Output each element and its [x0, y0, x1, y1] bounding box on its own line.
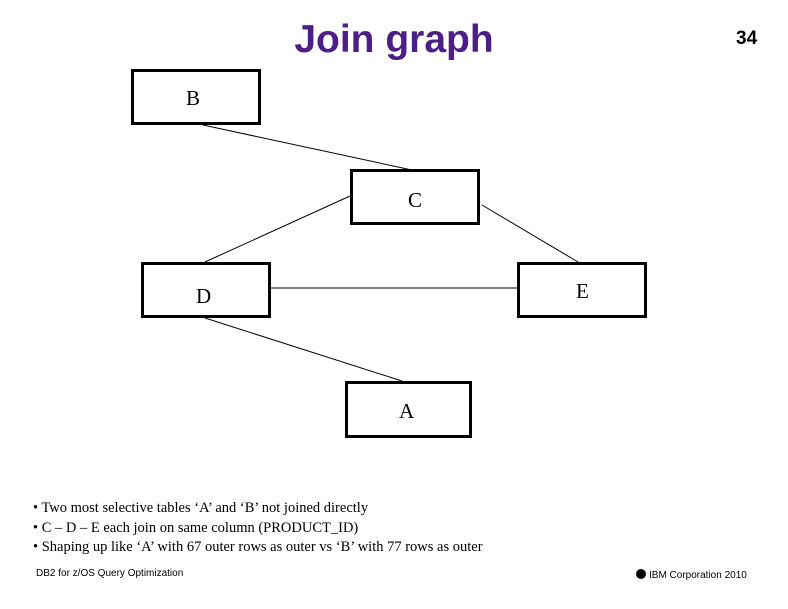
- node-e: E: [517, 262, 647, 318]
- node-label-d: D: [196, 284, 212, 308]
- footer-right: IBM Corporation 2010: [636, 569, 747, 581]
- edge-d-a: [204, 317, 403, 382]
- node-b: B: [131, 69, 261, 125]
- node-label-c: C: [408, 188, 423, 212]
- edge-c-e: [481, 204, 579, 263]
- note-line-3: • Shaping up like ‘A’ with 67 outer rows…: [33, 539, 483, 555]
- note-line-1: • Two most selective tables ‘A’ and ‘B’ …: [33, 500, 369, 516]
- node-label-e: E: [576, 279, 589, 303]
- page-number: 34: [736, 28, 758, 49]
- node-label-a: A: [399, 399, 415, 423]
- edge-c-d: [204, 195, 351, 263]
- slide-title: Join graph: [294, 18, 494, 61]
- notes: • Two most selective tables ‘A’ and ‘B’ …: [33, 499, 483, 558]
- node-label-b: B: [186, 86, 201, 110]
- edge-b-c: [202, 124, 413, 171]
- footer-right-text: IBM Corporation 2010: [649, 570, 747, 581]
- footer-left: DB2 for z/OS Query Optimization: [36, 568, 184, 579]
- ibm-logo-icon: [636, 569, 646, 579]
- node-c: C: [350, 169, 480, 225]
- node-a: A: [345, 381, 472, 438]
- note-line-2: • C – D – E each join on same column (PR…: [33, 519, 359, 536]
- node-d: D: [141, 262, 271, 318]
